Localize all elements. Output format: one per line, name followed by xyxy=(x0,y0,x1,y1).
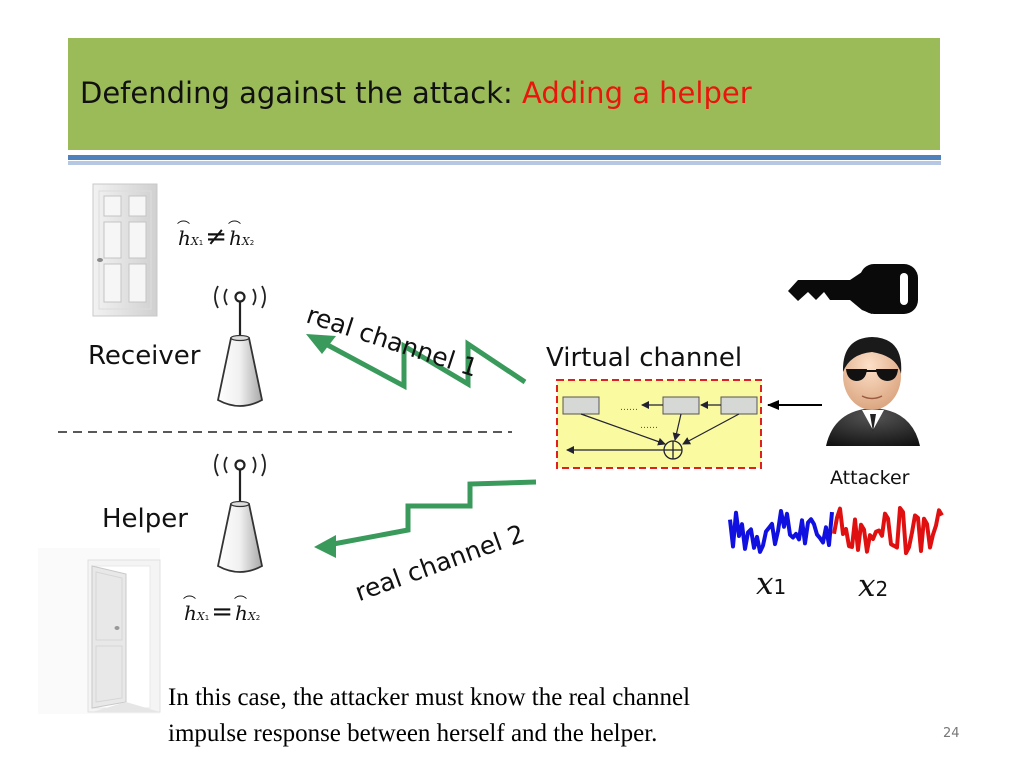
svg-text:……: …… xyxy=(640,421,658,431)
attacker-icon xyxy=(826,337,920,446)
title-main: Defending against the attack: xyxy=(80,76,522,110)
real-channel-1-arrow xyxy=(306,334,527,391)
caption-line-1: In this case, the attacker must know the… xyxy=(168,684,691,711)
closed-door-icon xyxy=(92,183,158,317)
x2-symbol: x xyxy=(858,568,876,604)
receiver-equation: ⌒hX1≠⌒hX2 xyxy=(177,221,255,252)
x2-signal-trace xyxy=(832,506,944,556)
receiver-h2: ⌒h xyxy=(228,221,242,250)
receiver-label: Receiver xyxy=(88,341,201,371)
x1-subscript: 1 xyxy=(773,575,787,599)
caption-line-2: impulse response between herself and the… xyxy=(168,720,658,747)
real-channel-2-arrow xyxy=(314,479,537,558)
title-accent: Adding a helper xyxy=(521,76,752,110)
x2-label: x2 xyxy=(858,568,888,604)
svg-text:……: …… xyxy=(620,403,638,413)
title-bar: Defending against the attack: Adding a h… xyxy=(68,38,940,150)
slide-title: Defending against the attack: Adding a h… xyxy=(80,76,752,110)
x1-symbol: x xyxy=(756,566,774,602)
x1-label: x1 xyxy=(756,566,786,602)
helper-label: Helper xyxy=(102,504,188,534)
title-rule xyxy=(68,155,941,160)
receiver-neq-symbol: ≠ xyxy=(205,222,227,252)
receiver-h1: ⌒h xyxy=(177,221,191,250)
key-icon xyxy=(788,264,918,314)
attacker-label: Attacker xyxy=(830,467,910,489)
receiver-antenna-icon xyxy=(214,285,266,407)
open-door-icon xyxy=(38,548,161,714)
title-rule-light xyxy=(68,161,941,165)
caption: In this case, the attacker must know the… xyxy=(168,680,908,752)
helper-eq-symbol: = xyxy=(211,597,233,627)
helper-antenna-icon xyxy=(214,453,266,573)
virtual-channel-box: …… …… xyxy=(556,379,762,469)
helper-h2: ⌒h xyxy=(234,596,248,625)
helper-equation: ⌒hX1=⌒hX2 xyxy=(183,596,261,627)
x2-subscript: 2 xyxy=(875,577,889,601)
helper-h1: ⌒h xyxy=(183,596,197,625)
x1-signal-trace xyxy=(728,509,834,554)
page-number: 24 xyxy=(943,726,960,741)
virtual-channel-label: Virtual channel xyxy=(546,343,743,373)
